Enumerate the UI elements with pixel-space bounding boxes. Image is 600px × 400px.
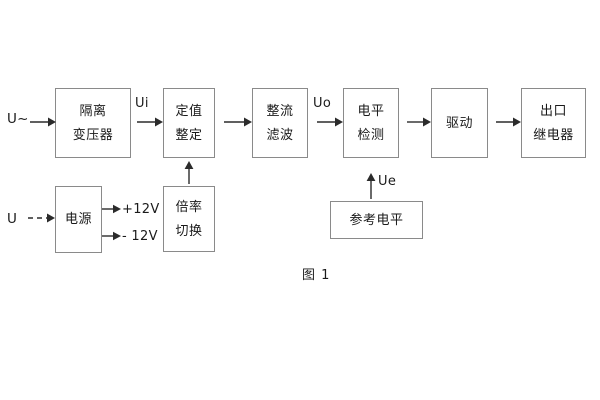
rail-label-negative: - 12V [122,229,158,244]
signal-label-uo: Uo [313,96,332,111]
block-label-line1: 整流 [266,103,294,119]
arrow-multiplier-to-setting [184,161,194,184]
arrow-rail-negative [102,231,121,241]
block-isolation-transformer: 隔离 变压器 [55,88,131,158]
block-level-detection: 电平 检测 [343,88,399,158]
block-label-line1: 定值 [175,103,203,119]
arrow-level-to-drive [407,117,431,127]
block-label-line2: 检测 [357,127,385,143]
block-label-line2: 变压器 [72,127,114,143]
arrow-dc-input [28,213,55,223]
block-label-line2: 继电器 [533,127,574,143]
arrow-drive-to-relay [496,117,521,127]
arrow-ac-input [30,117,56,127]
arrow-rail-positive [102,204,121,214]
block-label-line1: 驱动 [445,115,473,131]
block-label-line2: 切换 [175,223,203,239]
arrow-ui [137,117,163,127]
block-drive: 驱动 [431,88,488,158]
block-reference-level: 参考电平 [330,201,423,239]
arrow-uo [317,117,343,127]
block-label-line1: 隔离 [79,103,107,119]
signal-label-ui: Ui [135,96,149,111]
block-label-line1: 出口 [539,103,567,119]
block-rectify-filter: 整流 滤波 [252,88,308,158]
arrow-ue [366,173,376,199]
block-output-relay: 出口 继电器 [521,88,586,158]
block-label-line1: 电源 [64,212,92,227]
block-label-line1: 倍率 [175,199,203,215]
block-multiplier-switch: 倍率 切换 [163,186,215,252]
signal-label-ue: Ue [378,174,397,189]
figure-caption: 图 1 [302,268,331,283]
block-label-line1: 电平 [357,103,385,119]
block-label-line2: 整定 [175,127,203,143]
block-setting-value: 定值 整定 [163,88,215,158]
arrow-setting-to-rectify [224,117,252,127]
block-label-line2: 滤波 [266,127,294,143]
rail-label-positive: +12V [122,202,160,217]
block-label-line1: 参考电平 [349,212,404,228]
input-label-dc: U [7,211,18,227]
block-power-supply: 电源 [55,186,102,253]
input-label-ac: U~ [7,111,29,127]
